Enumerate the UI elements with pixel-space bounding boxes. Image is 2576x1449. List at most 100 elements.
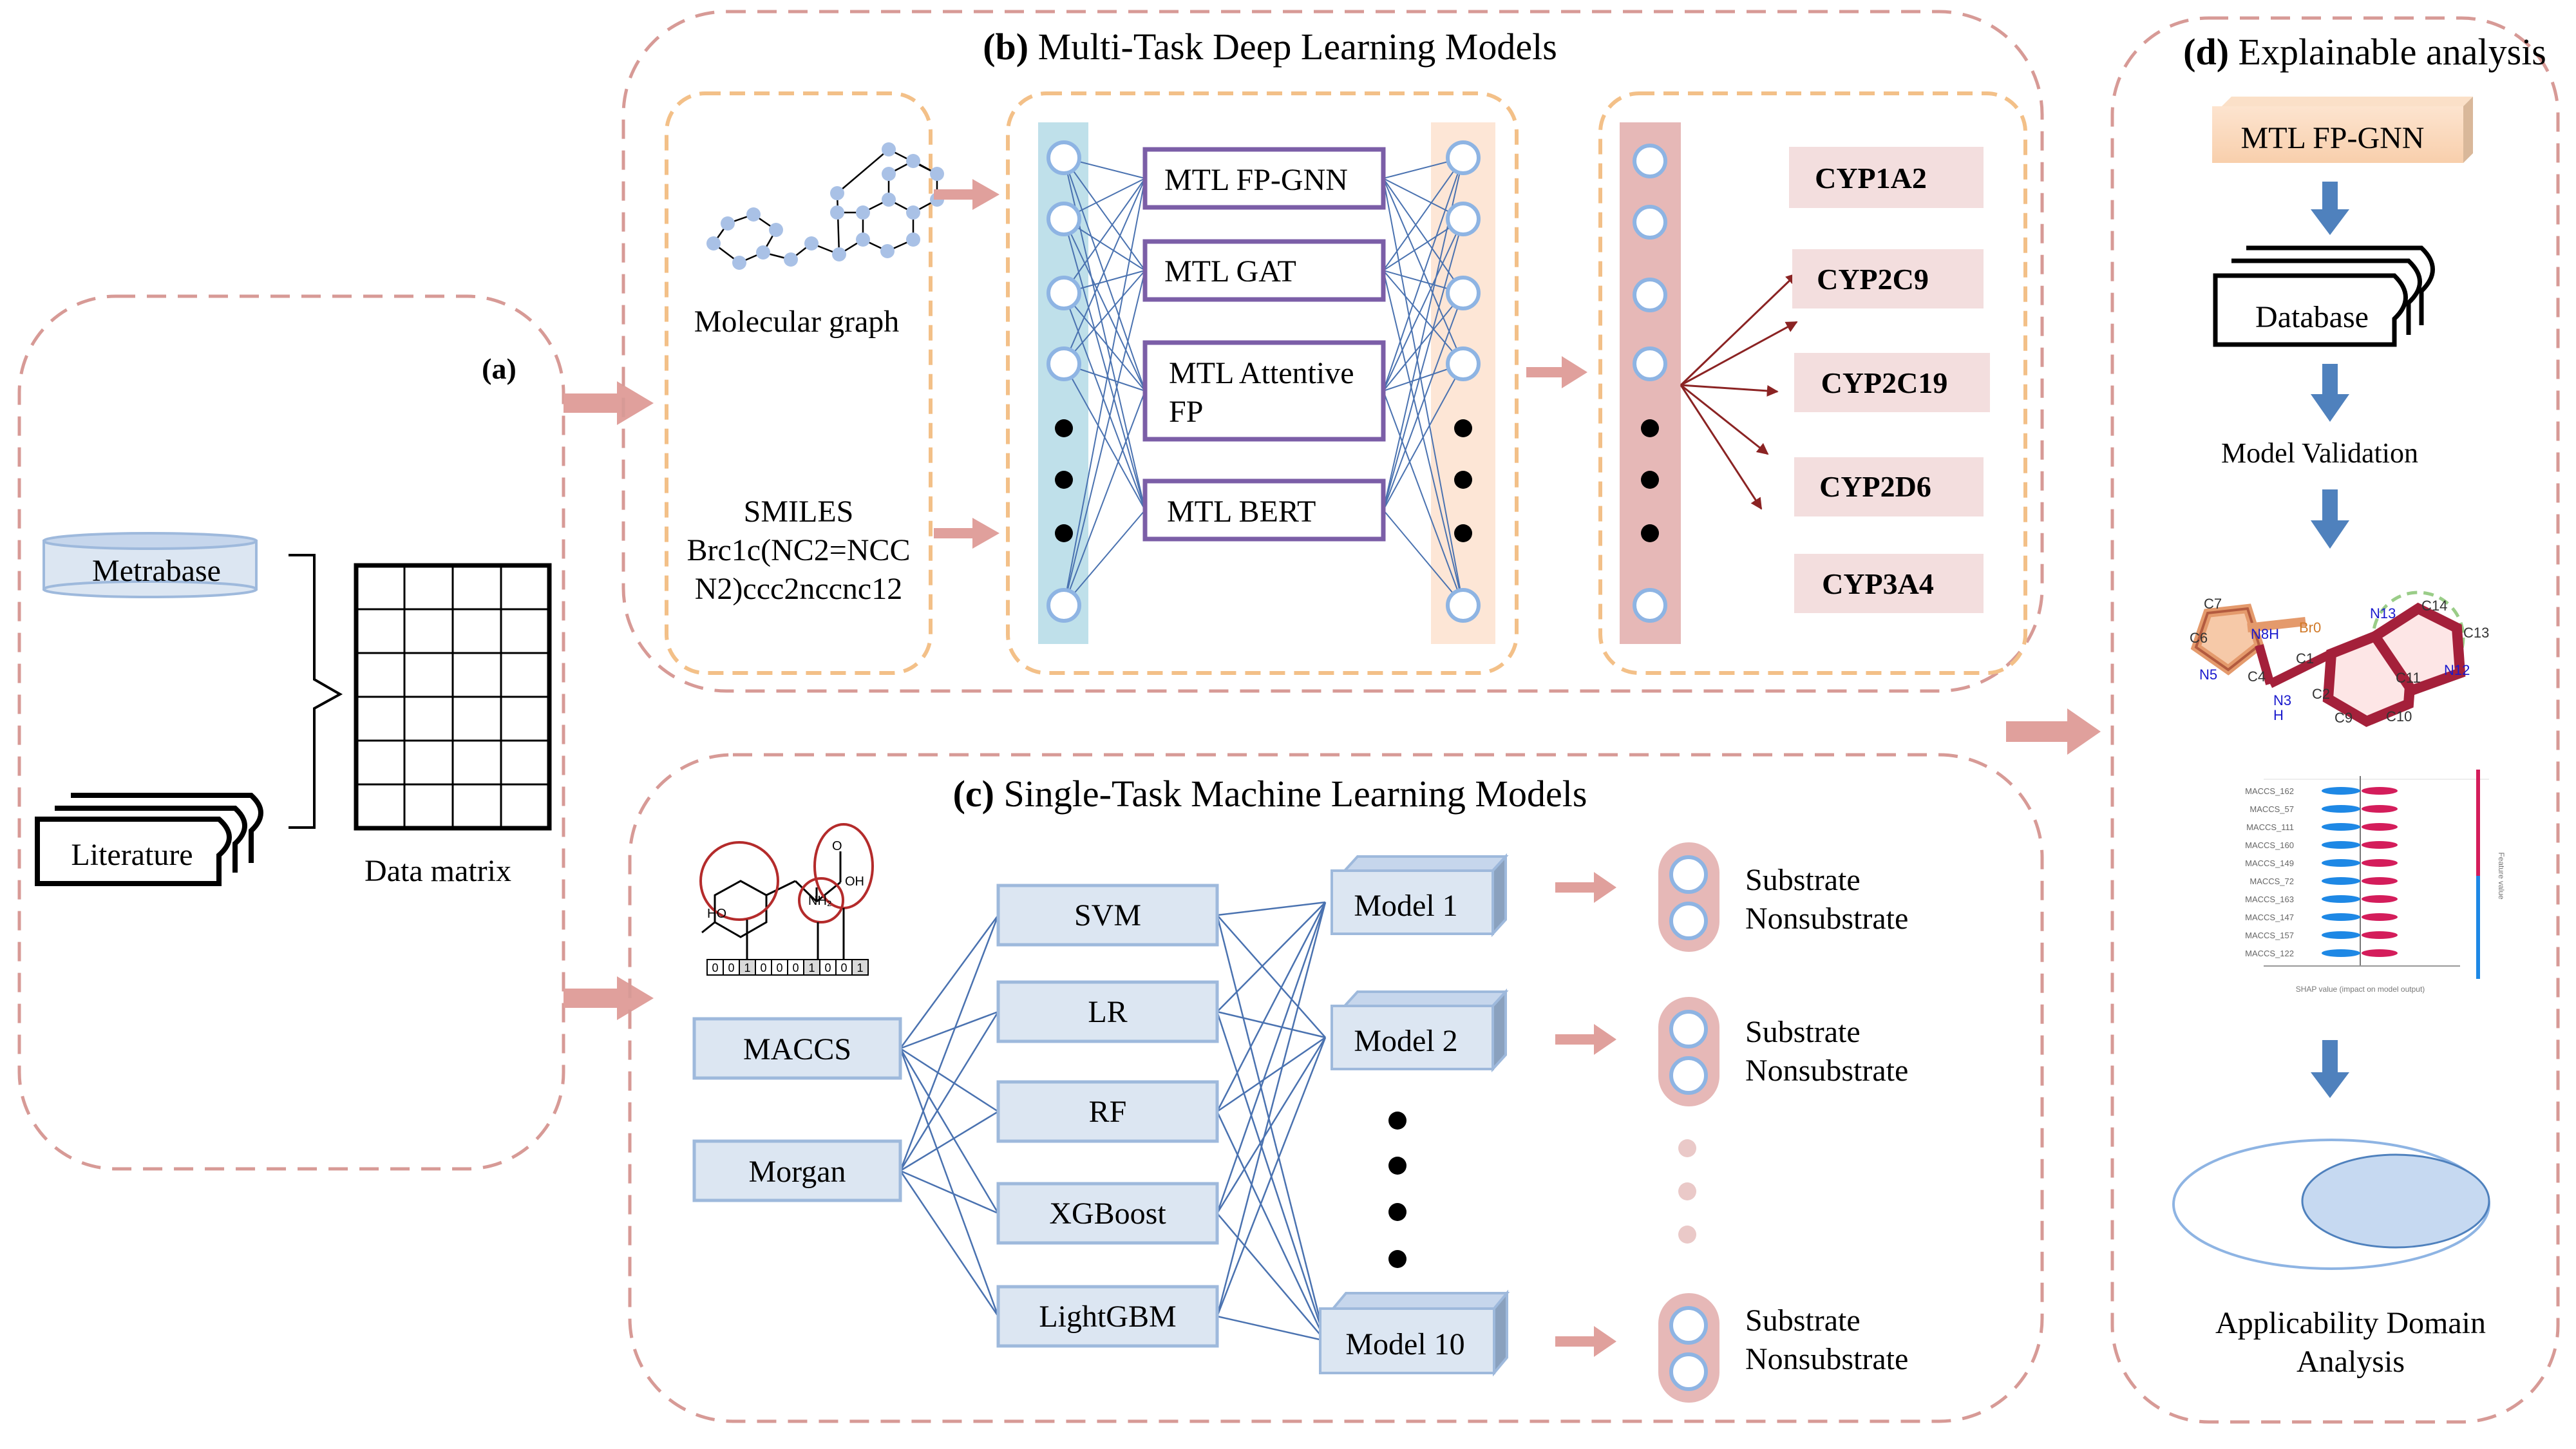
nh2-label: NH₂ [808, 894, 832, 908]
svm-box [996, 884, 1219, 947]
net-edge [1063, 178, 1146, 606]
bit-value: 0 [824, 961, 831, 974]
input-layer-dot [1055, 471, 1073, 489]
cyp2c19-label: CYP2C19 [1821, 366, 1948, 399]
atom-label: N8H [2251, 626, 2279, 642]
lightgbm-label: LightGBM [1039, 1300, 1176, 1334]
mtl-fp-gnn-label: MTL FP-GNN [1164, 163, 1348, 197]
output-layer-dot [1641, 419, 1659, 437]
output-subbox [1598, 91, 2027, 675]
net-edge [1383, 178, 1464, 294]
mtl-gat-label: MTL GAT [1164, 254, 1296, 289]
shap-blue-cloud [2322, 823, 2360, 831]
ml-edge [899, 1048, 999, 1317]
atom-label: H [2273, 707, 2284, 723]
net-edge [1063, 292, 1146, 511]
mtl-fp-gnn-3d-box: MTL FP-GNN [2212, 97, 2473, 163]
input-layer-bar [1038, 122, 1088, 644]
bit-value: 0 [712, 961, 718, 974]
shap-feature-label: MACCS_57 [2249, 804, 2294, 814]
output-pill-2 [1658, 997, 1719, 1106]
panel-b: (b) Multi-Task Deep Learning Models [621, 10, 2044, 693]
o-label: O [832, 839, 842, 853]
net-edge [1383, 218, 1464, 511]
panel-c-title-text: Single-Task Machine Learning Models [1003, 773, 1587, 815]
shap-red-cloud [2362, 805, 2398, 813]
bit-cell [851, 959, 869, 976]
shap-red-cloud [2362, 859, 2398, 867]
cyp-output-boxes: CYP1A2 CYP2C9 CYP2C19 CYP2D6 CYP3A4 [1789, 147, 1990, 613]
mtl-model-boxes: MTL FP-GNN MTL GAT MTL Attentive FP MTL … [1142, 147, 1386, 542]
metrabase-label: Metrabase [92, 554, 221, 588]
shap-colorbar [2476, 770, 2480, 979]
shap-feature-label: MACCS_149 [2245, 858, 2294, 868]
net-edge [1063, 270, 1146, 365]
xgboost-label: XGBoost [1049, 1197, 1166, 1231]
model-10-label: Model 10 [1345, 1327, 1464, 1361]
net-edge [1063, 178, 1146, 294]
ml-edge [1216, 902, 1327, 1112]
ml-edge [900, 1010, 999, 1050]
oh-label: OH [845, 875, 864, 889]
output-pill-1 [1658, 842, 1719, 952]
fingerprint-boxes: MACCS Morgan [692, 1017, 902, 1202]
shap-rows: MACCS_162MACCS_57MACCS_111MACCS_160MACCS… [2245, 786, 2398, 958]
arrow-model-10 [1555, 1326, 1616, 1357]
bit-cell [723, 959, 740, 976]
ml-edge [900, 1110, 999, 1172]
model-10-box: Model 10 [1319, 1289, 1510, 1377]
literature-stack: Literature [35, 793, 263, 886]
ad-label-2: Analysis [2297, 1345, 2405, 1379]
shap-feature-label: MACCS_72 [2249, 876, 2294, 886]
panel-d-title-text: Explainable analysis [2239, 31, 2546, 73]
network-edges [1063, 157, 1464, 606]
shap-blue-cloud [2322, 931, 2360, 939]
ml-edge [899, 1011, 999, 1171]
molecular-graph-drawing [706, 142, 944, 270]
net-edge [1063, 390, 1146, 606]
bit-cell [771, 959, 788, 976]
output-layer-dot [1641, 524, 1659, 542]
mtl-fp-gnn-d-label: MTL FP-GNN [2241, 121, 2425, 155]
net-edge [1063, 270, 1146, 606]
output-pill-10 [1658, 1293, 1719, 1403]
panel-b-label: (b) [983, 26, 1028, 68]
net-edge [1383, 270, 1464, 606]
smiles-line-2: N2)ccc2nccnc12 [695, 572, 902, 606]
bit-value: 0 [792, 961, 799, 974]
panel-d: (d) Explainable analysis MTL FP-GNN Data… [2110, 16, 2560, 1424]
arrow-a-to-c [564, 976, 654, 1020]
hidden-layer-bar [1431, 122, 1495, 644]
lr-label: LR [1088, 995, 1127, 1029]
hidden-layer-dot [1454, 419, 1472, 437]
bit-value: 0 [840, 961, 847, 974]
cyp2c19-box [1794, 353, 1990, 412]
model-2-box: Model 2 [1331, 988, 1509, 1073]
panel-d-title: (d) Explainable analysis [2183, 31, 2546, 73]
blue-down-arrows [2311, 182, 2349, 1098]
net-edge [1383, 178, 1464, 365]
panel-c-title: (c) Single-Task Machine Learning Models [953, 773, 1587, 815]
panel-a-frame [17, 294, 565, 1171]
panel-b-frame [621, 10, 2044, 693]
net-edge [1063, 218, 1146, 511]
hidden-layer-node [1446, 140, 1481, 175]
shap-blue-cloud [2322, 841, 2360, 849]
shap-red-cloud [2362, 841, 2398, 849]
smiles-line-1: Brc1c(NC2=NCC [687, 533, 910, 567]
nonsubstrate-label-1: Nonsubstrate [1745, 902, 1908, 936]
arrow-smiles-to-network [934, 518, 999, 549]
metrabase-cylinder: Metrabase [43, 532, 258, 598]
cyp2d6-label: CYP2D6 [1819, 470, 1931, 503]
shap-feature-label: MACCS_147 [2245, 913, 2294, 922]
down-arrow-4 [2311, 1040, 2349, 1098]
shap-feature-label: MACCS_122 [2245, 949, 2294, 958]
net-edge [1383, 178, 1464, 606]
fingerprint-molecule [699, 823, 874, 966]
shap-red-cloud [2362, 895, 2398, 903]
panel-c: (c) Single-Task Machine Learning Models … [628, 753, 2044, 1423]
output-ellipsis [1678, 1139, 1696, 1244]
model-1-box: Model 1 [1331, 853, 1509, 938]
arrow-model-1 [1555, 872, 1616, 903]
